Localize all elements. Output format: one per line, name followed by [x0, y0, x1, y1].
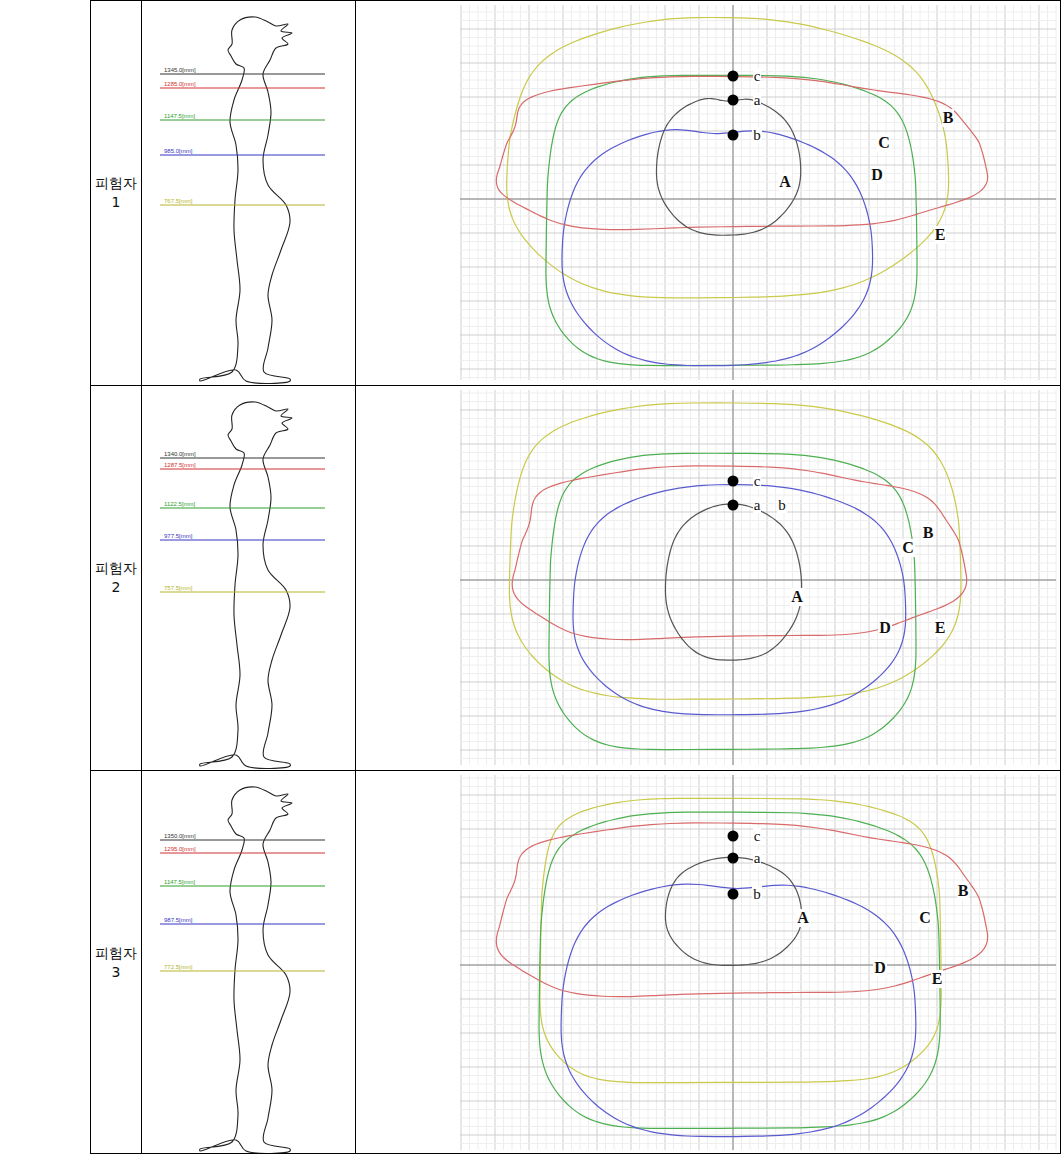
- section-line: [160, 458, 325, 459]
- height-label: 772.5[mm]: [163, 964, 193, 971]
- row-label: 피험자 1: [93, 174, 139, 212]
- cross-section-contour: [549, 453, 916, 749]
- cross-section-contour: [561, 884, 916, 1137]
- contour-label: A: [796, 909, 810, 927]
- point-label: a: [753, 497, 762, 514]
- cross-section-contour: [665, 857, 801, 965]
- cross-section-contour: [573, 485, 906, 715]
- contour-label: B: [942, 109, 955, 127]
- contour-label: A: [790, 588, 804, 606]
- landmark-dot: [728, 476, 739, 487]
- section-line: [160, 840, 325, 841]
- height-label: 757.5[mm]: [163, 585, 193, 592]
- height-label: 1295.0[mm]: [163, 846, 197, 853]
- row-label: 피험자 2: [93, 559, 139, 597]
- table-rule: [355, 0, 356, 1154]
- contour-label: E: [934, 619, 947, 637]
- height-label: 1122.5[mm]: [163, 501, 196, 508]
- cross-section-contour: [512, 466, 966, 640]
- cross-section-contour: [539, 812, 940, 1128]
- section-line: [160, 469, 325, 470]
- height-label: 987.5[mm]: [163, 917, 193, 924]
- body-silhouette: [200, 787, 292, 1154]
- height-label: 1350.0[mm]: [163, 833, 197, 840]
- height-label: 1345.0[mm]: [163, 67, 197, 74]
- landmark-dot: [728, 889, 739, 900]
- cross-section-contour: [496, 823, 987, 997]
- landmark-dot: [728, 500, 739, 511]
- contour-label: D: [878, 619, 892, 637]
- cross-section-contour: [665, 504, 801, 660]
- contour-label: D: [870, 166, 884, 184]
- contour-label: E: [931, 970, 944, 988]
- height-label: 1287.5[mm]: [163, 462, 197, 469]
- contour-label: B: [922, 524, 935, 542]
- landmark-dot: [728, 71, 739, 82]
- point-label: a: [753, 850, 762, 867]
- grid: [460, 390, 1056, 765]
- landmark-dot: [728, 130, 739, 141]
- point-label: b: [777, 497, 787, 514]
- table-rule: [90, 770, 1061, 771]
- section-line: [160, 886, 325, 887]
- section-line: [160, 540, 325, 541]
- contour-label: C: [877, 134, 891, 152]
- landmark-dot: [728, 831, 739, 842]
- cross-section-contour: [562, 130, 873, 366]
- height-label: 1285.0[mm]: [163, 81, 197, 88]
- height-label: 1147.5[mm]: [163, 113, 196, 120]
- point-label: c: [753, 828, 762, 845]
- height-label: 1147.5[mm]: [163, 879, 196, 886]
- contour-label: B: [957, 882, 970, 900]
- body-silhouette: [200, 402, 292, 769]
- table-border: [91, 1, 1061, 1154]
- cross-section-contour: [507, 18, 949, 298]
- height-label: 985.0[mm]: [163, 148, 193, 155]
- section-line: [160, 205, 325, 206]
- section-line: [160, 74, 325, 75]
- height-label: 1340.0[mm]: [163, 451, 197, 458]
- section-line: [160, 508, 325, 509]
- contour-label: C: [918, 909, 932, 927]
- table-rule: [90, 385, 1061, 386]
- contour-label: E: [934, 226, 947, 244]
- cross-section-contour: [546, 75, 917, 365]
- cross-section-contour: [509, 403, 961, 699]
- contour-label: C: [901, 539, 915, 557]
- row-label: 피험자 3: [93, 944, 139, 982]
- height-label: 977.5[mm]: [163, 533, 193, 540]
- contour-label: A: [778, 173, 792, 191]
- point-label: a: [753, 92, 762, 109]
- cross-section-contour: [656, 98, 800, 235]
- point-label: c: [753, 68, 762, 85]
- section-line: [160, 971, 325, 972]
- table-rule: [141, 0, 142, 1154]
- landmark-dot: [728, 95, 739, 106]
- section-line: [160, 88, 325, 89]
- section-line: [160, 853, 325, 854]
- section-line: [160, 155, 325, 156]
- grid: [460, 775, 1056, 1150]
- point-label: c: [753, 473, 762, 490]
- contour-label: D: [873, 959, 887, 977]
- section-line: [160, 924, 325, 925]
- point-label: b: [752, 886, 762, 903]
- grid: [460, 5, 1056, 380]
- point-label: b: [752, 127, 762, 144]
- section-line: [160, 592, 325, 593]
- landmark-dot: [728, 853, 739, 864]
- body-silhouette: [200, 17, 292, 384]
- height-label: 767.5[mm]: [163, 198, 193, 205]
- section-line: [160, 120, 325, 121]
- cross-section-contour: [540, 798, 941, 1082]
